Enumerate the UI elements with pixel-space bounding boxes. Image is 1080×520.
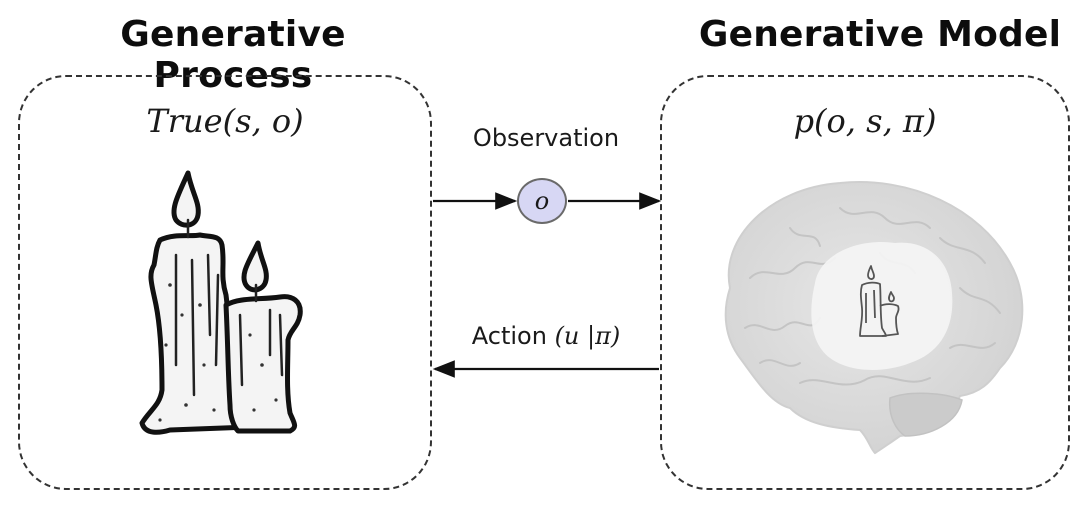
true-distribution-formula: True(s, o) <box>146 102 304 140</box>
action-label: Action (u |π) <box>432 322 660 350</box>
observation-label: Observation <box>472 124 620 152</box>
action-label-text: Action <box>471 322 555 350</box>
model-distribution-formula: p(o, s, π) <box>793 102 937 140</box>
generative-process-box: True(s, o) <box>18 75 432 490</box>
action-label-math: (u |π) <box>554 322 621 350</box>
generative-model-title: Generative Model <box>698 14 1062 55</box>
generative-model-box: p(o, s, π) <box>660 75 1070 490</box>
brain-candle-icon <box>859 265 900 337</box>
observation-node: o <box>517 178 567 224</box>
brain-with-candle-icon <box>724 181 1024 455</box>
candles-icon <box>139 170 303 435</box>
